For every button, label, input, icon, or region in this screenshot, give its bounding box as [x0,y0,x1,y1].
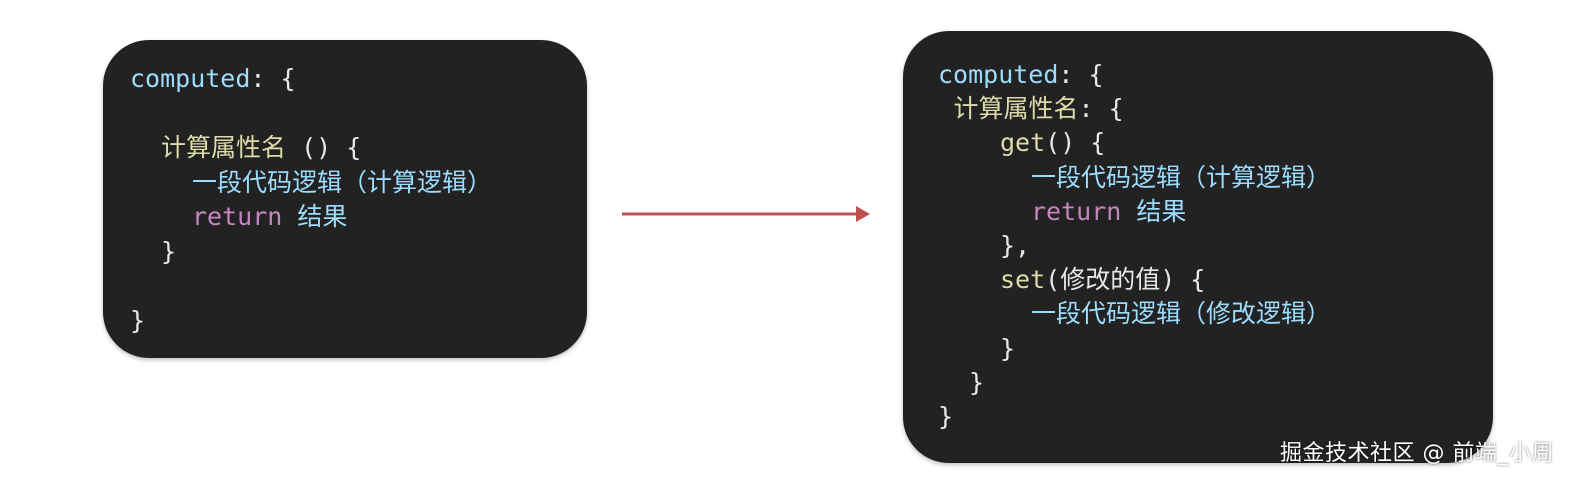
code-line: computed: { [938,58,1104,92]
code-line: 计算属性名: { [954,92,1124,126]
code-token: computed [130,64,251,93]
code-token: 计算属性名 [953,94,1079,124]
code-token: } [1000,333,1016,363]
code-line: 计算属性名 () { [161,131,361,165]
code-token: : { [250,64,296,93]
code-token: () { [286,133,362,162]
code-token: computed [938,60,1059,89]
code-token: }, [1000,231,1031,260]
code-line: computed: { [130,62,296,96]
code-line: } [1000,332,1015,366]
code-line: } [938,400,953,434]
arrow-right-icon [622,206,870,222]
code-line: 一段代码逻辑（修改逻辑） [1031,297,1331,331]
code-token: : { [1078,94,1124,124]
code-token: return [192,202,283,231]
code-line: }, [1000,229,1030,263]
code-token [282,202,297,231]
code-line: 一段代码逻辑（计算逻辑） [1031,161,1331,195]
code-token: 一段代码逻辑（计算逻辑） [192,167,493,197]
code-token: 一段代码逻辑（计算逻辑） [1031,162,1332,192]
code-line: } [130,304,145,338]
code-line: set(修改的值) { [1000,263,1205,297]
code-line: } [161,235,176,269]
code-token: (修改的值) { [1045,265,1206,295]
code-token: } [130,305,146,335]
code-line: get() { [1000,126,1105,160]
code-line: return 结果 [1031,195,1186,229]
code-token: get [1000,128,1046,158]
code-token: () { [1045,128,1106,158]
code-card-left: computed: {计算属性名 () {一段代码逻辑（计算逻辑）return … [103,40,587,358]
code-token: 结果 [297,202,348,231]
code-line: } [969,366,984,400]
code-token: set [1000,265,1046,295]
code-token: } [938,402,954,431]
code-token: } [161,236,177,266]
code-token: } [969,367,985,397]
watermark: 掘金技术社区 @ 前端_小周 [1280,441,1554,466]
code-line: return 结果 [192,200,347,234]
code-token: : { [1058,60,1104,89]
code-token [1121,197,1136,226]
code-token: 结果 [1136,196,1187,226]
code-token: return [1031,196,1122,226]
code-token: 一段代码逻辑（修改逻辑） [1031,299,1332,329]
code-card-right: computed: {计算属性名: {get() {一段代码逻辑（计算逻辑）re… [903,31,1493,463]
code-line: 一段代码逻辑（计算逻辑） [192,166,492,200]
code-token: 计算属性名 [161,133,287,162]
